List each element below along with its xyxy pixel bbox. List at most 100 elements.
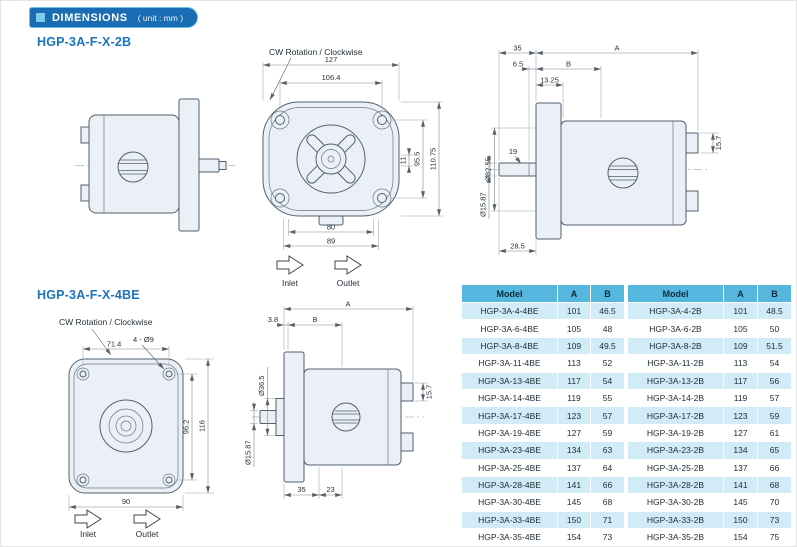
bolt-hole — [377, 115, 387, 125]
dim-offset-38: 3.8 — [268, 315, 278, 324]
banner-title: DIMENSIONS — [52, 11, 128, 24]
side-view-left-2b — [75, 98, 235, 232]
dim-length-a: A — [345, 300, 350, 309]
value-cell: 56 — [757, 371, 792, 390]
value-cell: 48.5 — [757, 301, 792, 321]
bolt-holes — [76, 367, 176, 487]
bottom-tab — [318, 215, 344, 226]
model-cell: HGP-3A-6-2B — [627, 319, 724, 338]
dim-shaft-ext: 28.5 — [510, 242, 525, 251]
model-cell: HGP-3A-23-2B — [627, 441, 724, 460]
value-cell: 55 — [590, 388, 625, 408]
dim-23: 23 — [326, 485, 334, 494]
rotation-label: CW Rotation / Clockwise — [269, 47, 363, 57]
value-cell: 59 — [590, 423, 625, 443]
value-cell: 52 — [590, 354, 625, 373]
model-cell: HGP-3A-19-4BE — [461, 423, 558, 443]
port-hatch — [608, 165, 638, 181]
column-header: B — [757, 284, 792, 303]
value-cell: 109 — [723, 336, 758, 356]
model-cell: HGP-3A-17-4BE — [461, 406, 558, 425]
shaft — [198, 158, 220, 173]
port-circle — [331, 402, 361, 432]
model-cell: HGP-3A-8-2B — [627, 336, 724, 356]
column-header: B — [590, 284, 625, 303]
value-cell: 64 — [590, 458, 625, 477]
port-boss — [685, 190, 699, 212]
dim-pilot-diameter: Ø36.5 — [257, 376, 266, 396]
value-cell: 119 — [723, 388, 758, 408]
model-cell: HGP-3A-6-4BE — [461, 319, 558, 338]
shaft — [498, 162, 537, 177]
port-circle — [607, 157, 639, 189]
value-cell: 57 — [757, 388, 792, 408]
value-cell: 154 — [557, 528, 591, 546]
outlet-label: Outlet — [136, 529, 159, 539]
model-cell: HGP-3A-25-2B — [627, 458, 724, 477]
bolt-hole — [165, 476, 173, 484]
model-cell: HGP-3A-4-4BE — [461, 301, 558, 321]
value-cell: 117 — [723, 371, 758, 390]
bolt-note: 4 - Ø9 — [133, 335, 154, 344]
value-cell: 48 — [590, 319, 625, 338]
value-cell: 50 — [757, 319, 792, 338]
value-cell: 117 — [557, 371, 591, 390]
port-hatch — [118, 159, 148, 175]
front-view-4be: CW Rotation / Clockwise 4 - Ø9 71.4 — [59, 317, 214, 539]
value-cell: 66 — [757, 458, 792, 477]
dimensions-front-2b: 127 106.4 11 95.5 110.75 — [262, 55, 443, 250]
value-cell: 71 — [590, 510, 625, 530]
value-cell: 49.5 — [590, 336, 625, 356]
value-cell: 123 — [723, 406, 758, 425]
value-cell: 119 — [557, 388, 591, 408]
mounting-flange — [283, 351, 305, 483]
port-boss — [400, 382, 414, 402]
value-cell: 101 — [557, 301, 591, 321]
column-header: A — [723, 284, 758, 303]
value-cell: 68 — [757, 475, 792, 495]
value-cell: 127 — [557, 423, 591, 443]
port-circle — [117, 151, 149, 183]
dim-length-a: A — [614, 44, 619, 53]
model-cell: HGP-3A-11-4BE — [461, 354, 558, 373]
value-cell: 105 — [557, 319, 591, 338]
bearing-housing — [99, 399, 153, 453]
value-cell: 137 — [723, 458, 758, 477]
model-cell: HGP-3A-30-4BE — [461, 493, 558, 512]
dim-bolt-spacing: 106.4 — [322, 73, 341, 82]
bolt-hole — [275, 193, 285, 203]
mounting-flange — [178, 98, 200, 232]
value-cell: 113 — [723, 354, 758, 373]
dim-port-height: 15.7 — [425, 385, 434, 400]
dim-shaft-diameter: Ø15.87 — [479, 192, 488, 217]
dim-bolt-spacing: 71.4 — [107, 340, 122, 349]
column-header: A — [557, 284, 591, 303]
section2-title: HGP-3A-F-X-4BE — [37, 288, 140, 302]
pilot-boss — [275, 398, 285, 436]
value-cell: 75 — [757, 528, 792, 546]
dim-35: 35 — [297, 485, 305, 494]
dim-width-outer: 90 — [122, 497, 130, 506]
value-cell: 150 — [557, 510, 591, 530]
bolt-holes — [270, 110, 392, 208]
model-cell: HGP-3A-25-4BE — [461, 458, 558, 477]
value-cell: 134 — [557, 441, 591, 460]
banner-square-icon — [36, 13, 45, 22]
dim-shaft-diameter: Ø15.87 — [244, 440, 253, 465]
rotation-label: CW Rotation / Clockwise — [59, 317, 153, 327]
